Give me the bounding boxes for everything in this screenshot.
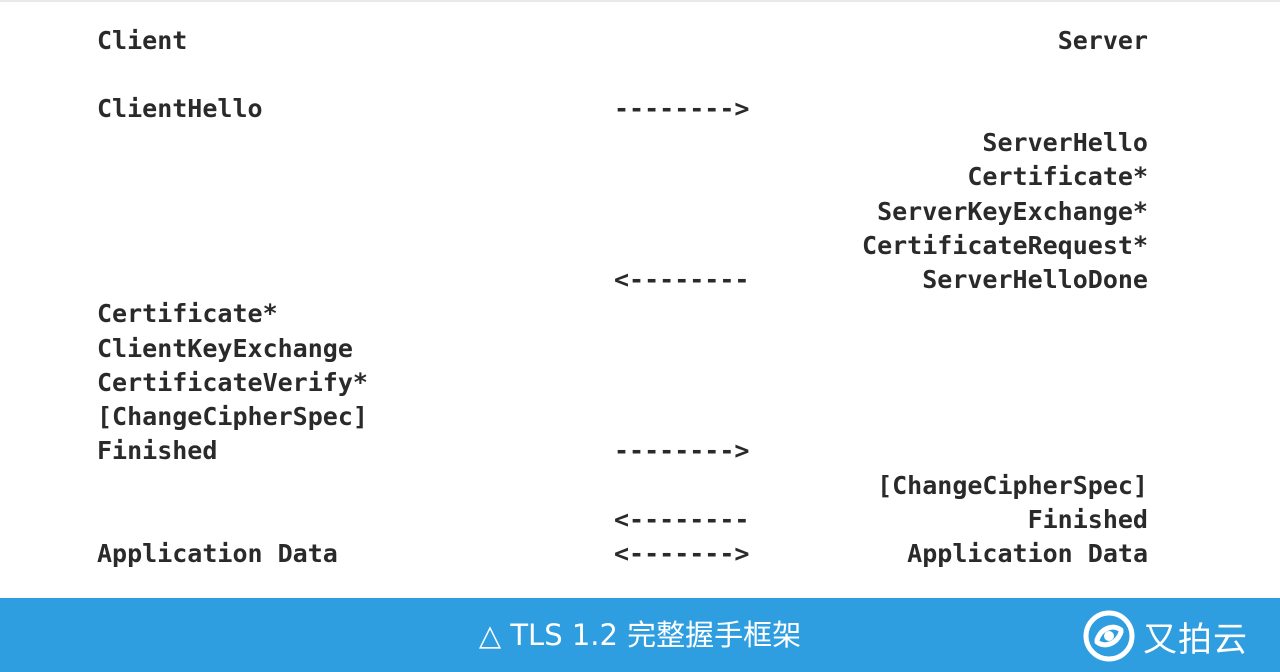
upyun-logo-icon <box>1083 610 1135 662</box>
arrow-client-to-server: --------> <box>614 436 750 465</box>
client-change-cipher-spec-message: [ChangeCipherSpec] <box>97 402 368 431</box>
caption-text: △ TLS 1.2 完整握手框架 <box>478 618 802 652</box>
server-hello-message: ServerHello <box>982 128 1148 157</box>
arrow-server-to-client: <-------- <box>614 265 750 294</box>
certificate-request-message: CertificateRequest* <box>862 231 1148 260</box>
server-key-exchange-message: ServerKeyExchange* <box>877 197 1148 226</box>
client-header: Client <box>97 26 188 55</box>
certificate-verify-message: CertificateVerify* <box>97 368 368 397</box>
client-application-data: Application Data <box>97 539 338 568</box>
brand-logo: 又拍云 <box>1083 610 1248 662</box>
arrow-bidirectional: <-------> <box>614 539 750 568</box>
arrow-client-to-server: --------> <box>614 94 750 123</box>
client-key-exchange-message: ClientKeyExchange <box>97 334 353 363</box>
client-certificate-message: Certificate* <box>97 299 278 328</box>
arrow-server-to-client: <-------- <box>614 505 750 534</box>
server-finished-message: Finished <box>1027 505 1148 534</box>
server-hello-done-message: ServerHelloDone <box>922 265 1148 294</box>
client-hello-message: ClientHello <box>97 94 263 123</box>
caption-bar: △ TLS 1.2 完整握手框架 又拍云 <box>0 598 1280 672</box>
client-finished-message: Finished <box>97 436 218 465</box>
tls-handshake-diagram: Client Server ClientHello --------> Serv… <box>0 0 1280 568</box>
server-change-cipher-spec-message: [ChangeCipherSpec] <box>877 471 1148 500</box>
server-application-data: Application Data <box>907 539 1148 568</box>
server-certificate-message: Certificate* <box>967 162 1148 191</box>
server-header: Server <box>1057 26 1148 55</box>
brand-logo-text: 又拍云 <box>1143 619 1248 660</box>
